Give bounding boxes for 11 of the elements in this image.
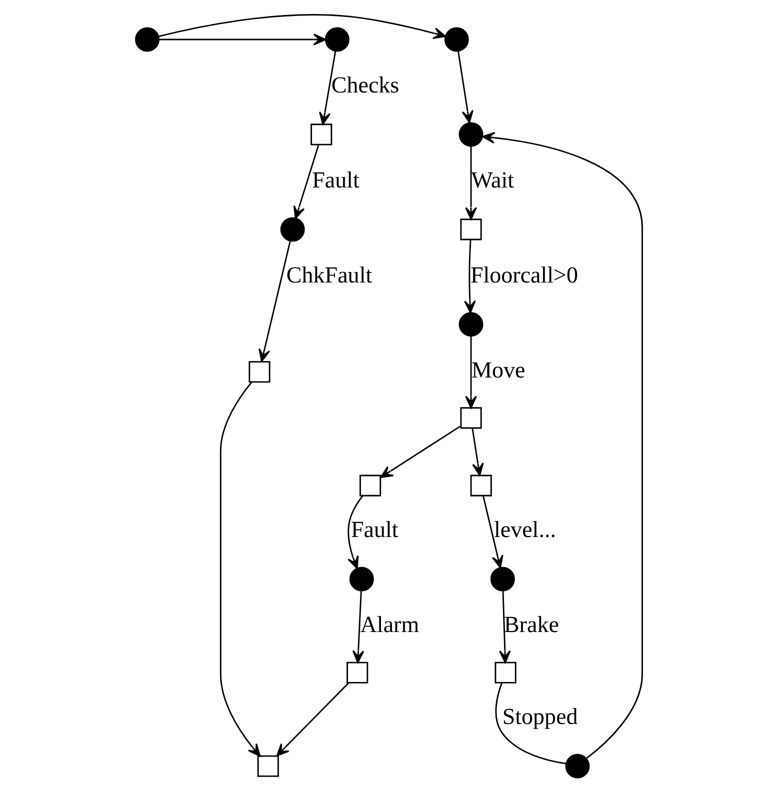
edge-label: Floorcall>0 xyxy=(470,261,578,288)
edge-label: ChkFault xyxy=(286,261,372,288)
edge-label: Fault xyxy=(350,516,398,542)
edge-label: Wait xyxy=(470,166,514,192)
edge-label: level... xyxy=(493,516,556,542)
edge-label: Alarm xyxy=(360,611,419,638)
edge-label: Checks xyxy=(330,71,399,98)
edge-label: Move xyxy=(471,356,525,382)
edge-label: Brake xyxy=(503,611,558,638)
edge-label: Fault xyxy=(312,166,359,192)
edge-label: Stopped xyxy=(502,703,578,730)
